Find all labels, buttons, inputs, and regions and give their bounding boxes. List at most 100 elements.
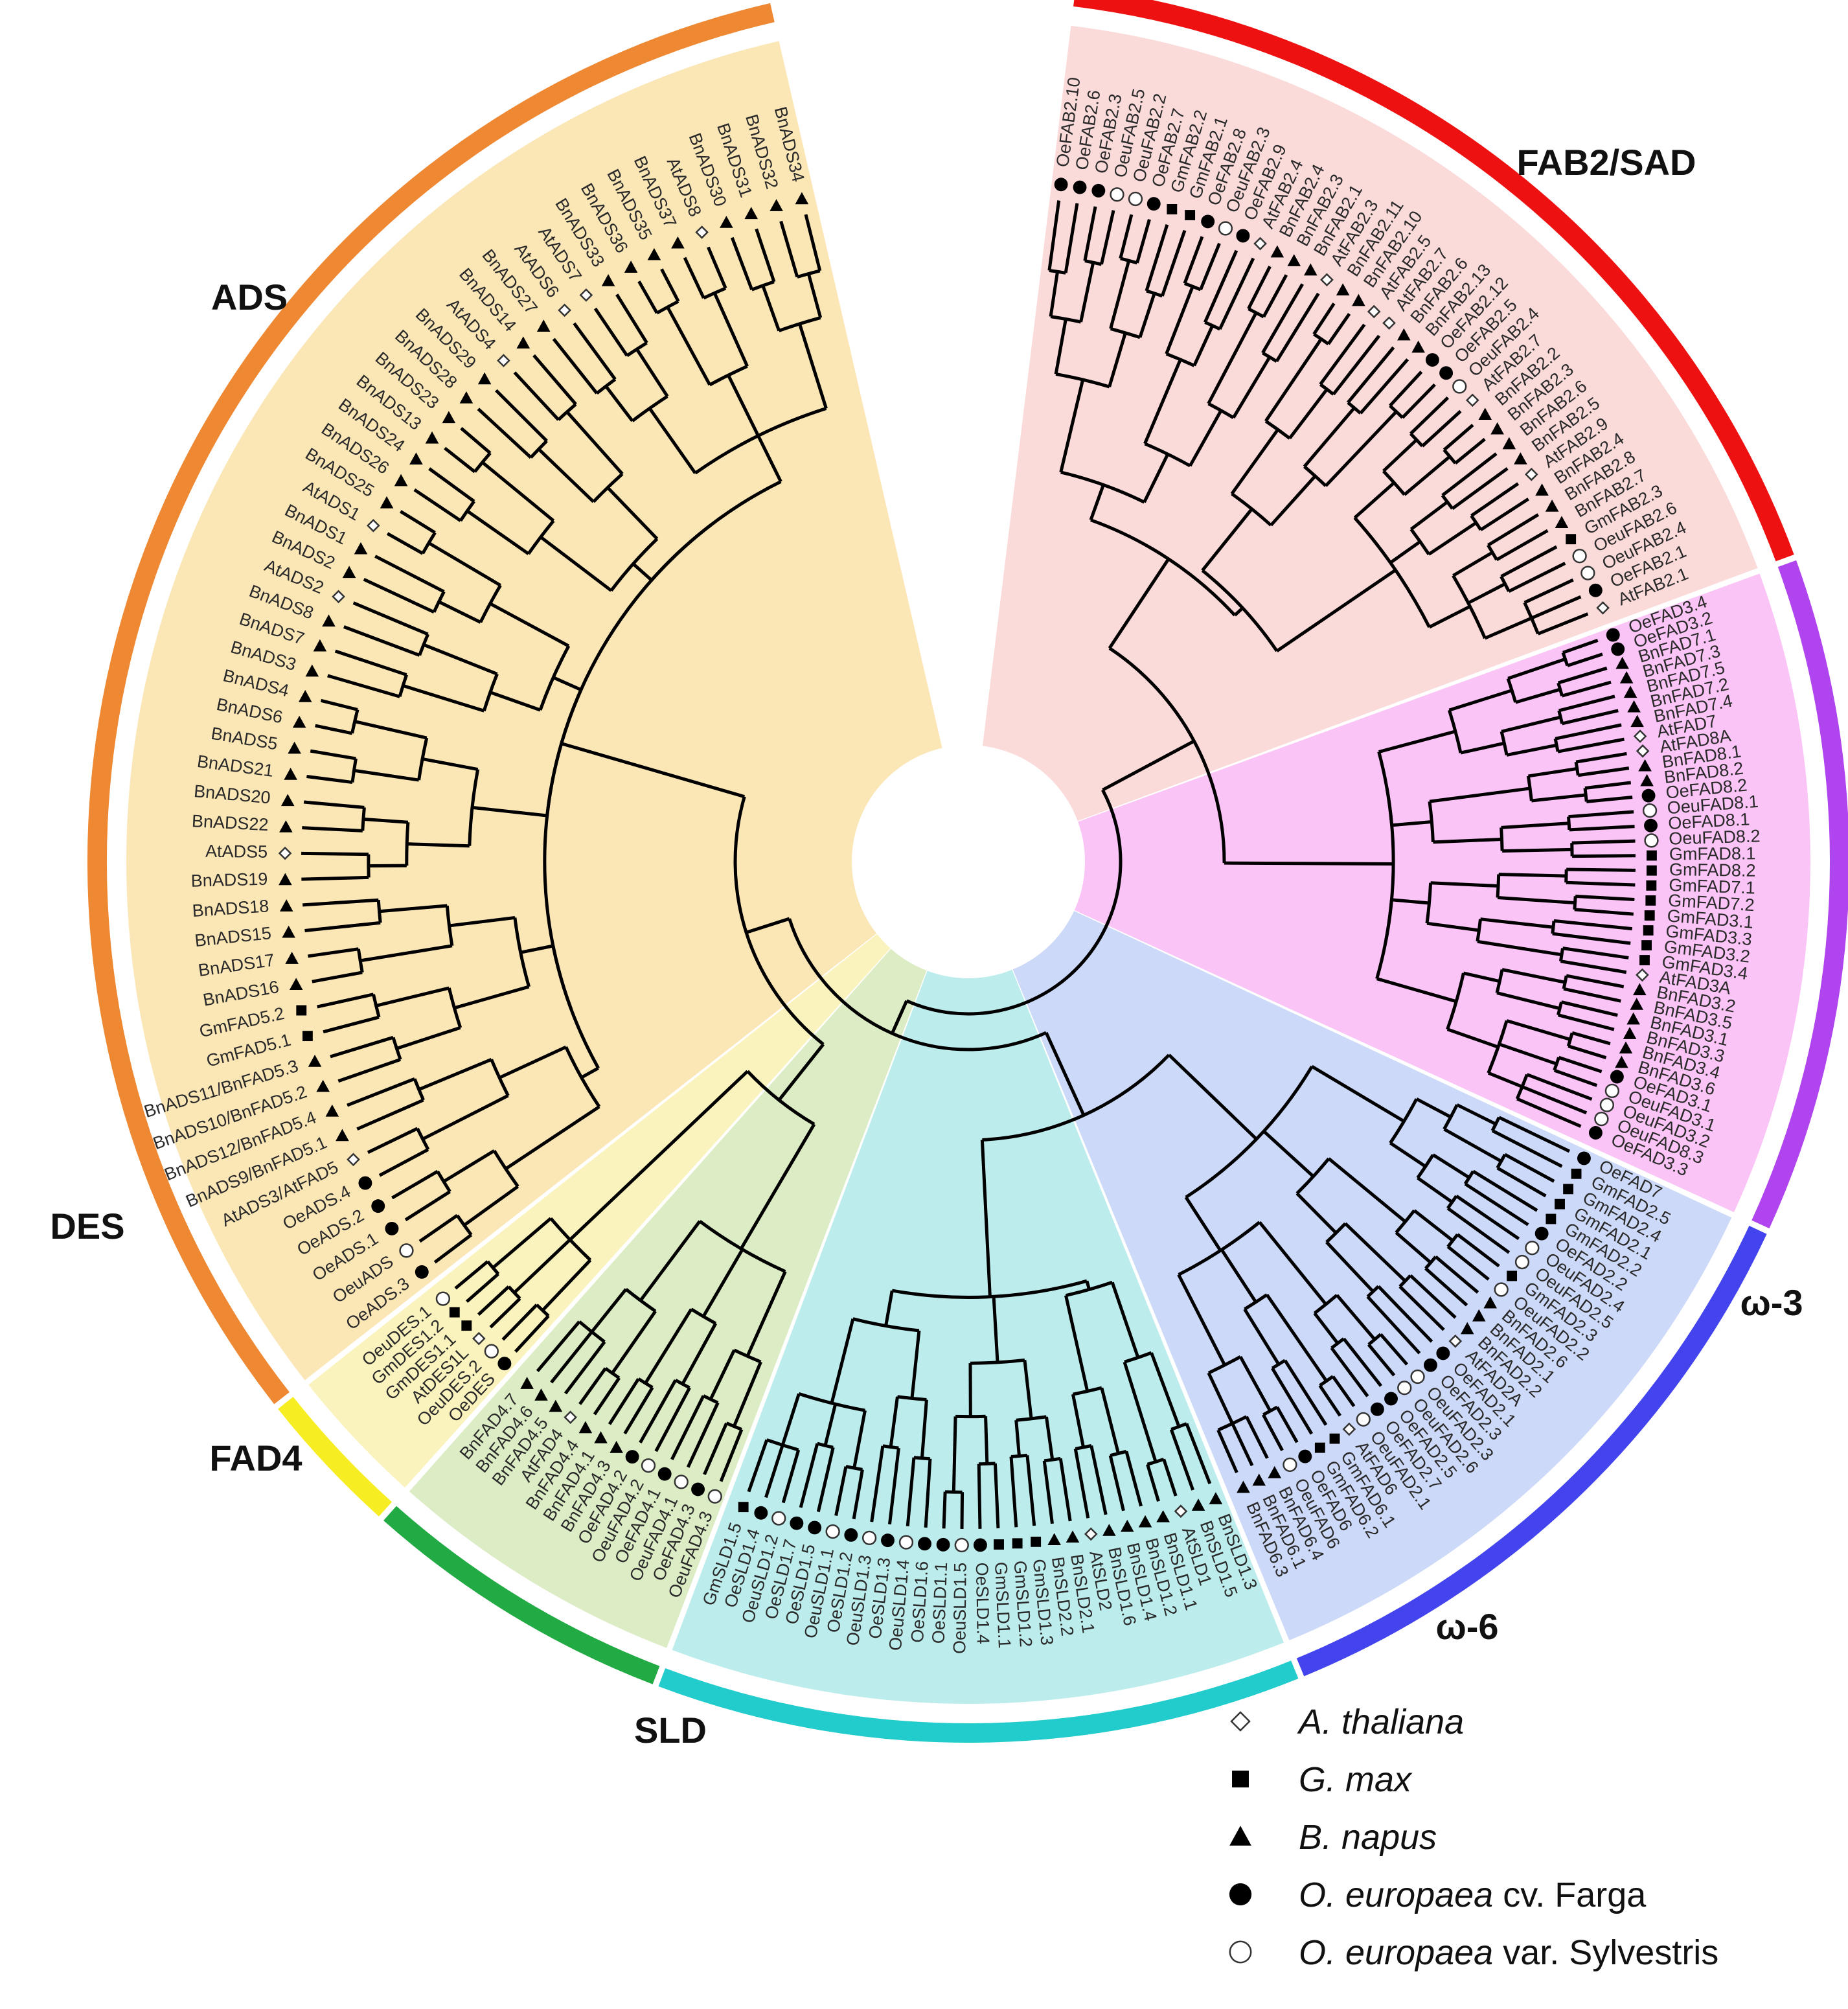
branch-line [1353,481,1395,520]
filled-square-icon [1232,1771,1249,1787]
filled-triangle-icon [1535,483,1549,496]
filled-triangle-icon [1156,1510,1170,1522]
filled-circle-icon [808,1521,822,1535]
branch-line [1479,498,1529,531]
branch-line [578,1367,607,1405]
branch-line [374,555,445,593]
branch-arc [1044,1456,1061,1463]
filled-square-icon [1566,534,1577,545]
branch-line [1231,1423,1254,1467]
branch-line [1571,839,1636,845]
branch-arc [1271,1359,1286,1370]
branch-line [1100,210,1115,265]
filled-circle-icon [1229,1883,1252,1906]
branch-line [889,1396,899,1447]
filled-triangle-icon [316,1079,330,1092]
filled-triangle-icon [1623,1027,1637,1039]
branch-line [906,1457,916,1526]
filled-triangle-icon [279,899,293,912]
filled-triangle-icon [578,1421,593,1434]
branch-line [670,1395,705,1460]
branch-line [413,488,462,522]
branch-line [354,720,428,740]
branch-arc [751,280,775,292]
branch-arc [551,945,600,1069]
branch-arc [882,1444,899,1450]
branch-arc [1330,1337,1345,1349]
branch-line [1432,1153,1470,1179]
filled-triangle-icon [282,925,295,938]
branch-line [1500,545,1558,579]
branch-line [604,385,634,422]
branch-line [1448,689,1512,712]
branch-line [683,257,705,299]
open-circle-icon [1525,1241,1540,1256]
filled-triangle-icon [425,431,439,444]
branch-line [1455,1195,1520,1241]
branch-line [1216,1429,1238,1473]
branch-line [1433,837,1502,844]
branch-line [1283,1359,1328,1426]
branch-line [747,1439,769,1493]
branch-line [1446,1245,1490,1281]
branch-line [438,600,481,624]
branch-line [686,1402,720,1468]
branch-line [330,1035,394,1059]
branch-line [764,1444,784,1498]
branch-line [1324,410,1398,487]
branch-line [396,1026,461,1050]
branch-line [1464,1182,1529,1226]
open-diamond-icon [1636,744,1650,758]
branch-line [1415,1097,1452,1119]
branch-arc [376,900,382,923]
branch-line [1501,968,1566,984]
open-circle-icon [825,1524,840,1539]
branch-line [644,1308,693,1384]
open-diamond-icon [472,1331,486,1346]
open-diamond-icon [347,1153,360,1167]
legend-variety: cv. Farga [1493,1876,1647,1914]
branch-line [1169,1429,1194,1491]
branch-line [1504,1153,1555,1183]
branch-line [1441,452,1498,497]
branch-line [1162,1458,1178,1497]
branch-line [1401,383,1436,419]
branch-line [1528,766,1578,778]
open-diamond-icon [558,303,571,317]
filled-square-icon [1647,850,1657,861]
filled-triangle-icon [1047,1533,1061,1546]
branch-line [501,1303,538,1341]
filled-square-icon [1031,1536,1042,1547]
branch-line [1498,1042,1557,1066]
branch-line [363,817,409,824]
filled-square-icon [1639,955,1650,965]
branch-arc [906,789,1123,1016]
branch-line [1083,206,1097,262]
open-circle-icon [1642,803,1658,818]
filled-triangle-icon [442,411,456,424]
clade-title-ads: ADS [211,277,288,317]
branch-line [1472,1169,1538,1212]
branch-line [730,236,754,290]
filled-circle-icon [1384,1392,1398,1406]
filled-triangle-icon [1490,422,1504,435]
filled-triangle-icon [1633,983,1647,996]
open-diamond-icon [278,846,292,860]
branch-line [402,683,485,713]
branch-line [1224,861,1394,866]
filled-square-icon [461,1320,472,1331]
branch-line [320,698,358,711]
branch-line [1207,1372,1234,1425]
branch-line [352,601,429,636]
branch-line [1014,1419,1021,1456]
branch-line [565,411,624,476]
branch-arc [1463,1170,1475,1185]
open-diamond-icon [1524,467,1538,481]
open-diamond-icon [1174,1504,1188,1519]
branch-line [1389,371,1423,407]
branch-line [1119,214,1134,259]
legend-species: O. europaea [1299,1933,1493,1972]
branch-line [422,757,479,771]
branch-line [980,1140,992,1297]
filled-triangle-icon [1270,245,1284,258]
